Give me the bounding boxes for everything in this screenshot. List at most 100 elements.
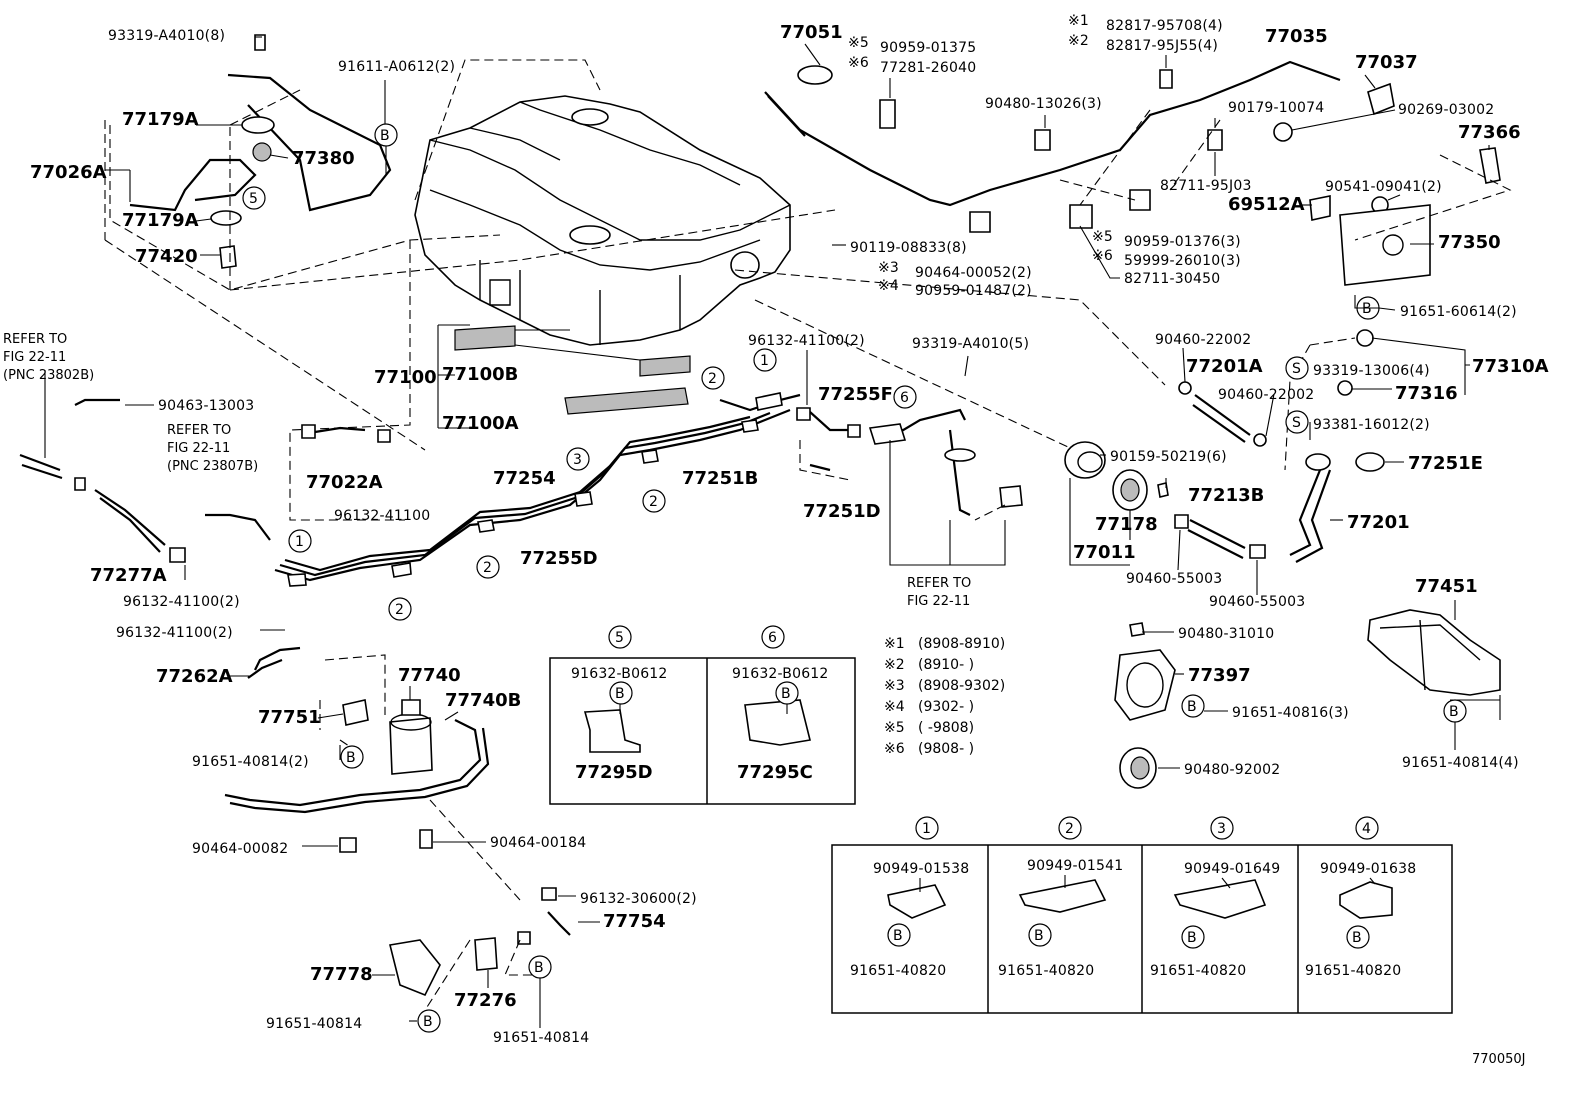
svg-text:B: B	[1362, 301, 1372, 317]
label-90460-55003-a: 90460-55003	[1126, 571, 1222, 587]
circled-markers: B 5 B S S 1 2 6 3 2 1 2 2 B B B B B 5 6 …	[242, 123, 1467, 1033]
label-77350: 77350	[1438, 232, 1501, 253]
label-93381-16012: 93381-16012(2)	[1313, 417, 1430, 433]
label-90480-13026: 90480-13026(3)	[985, 96, 1102, 112]
label-96132-41100-2-mid: 96132-41100(2)	[123, 594, 240, 610]
detail-box-5-6	[549, 657, 856, 805]
label-91651-40816: 91651-40816(3)	[1232, 705, 1349, 721]
sender-gauge-assembly	[1064, 441, 1169, 566]
part-labels: 77051 ※5 90959-01375 ※6 77281-26040 ※1 8…	[3, 13, 1549, 1067]
label-77022A: 77022A	[306, 472, 383, 493]
label-77179A-upper: 77179A	[122, 109, 199, 130]
svg-text:S: S	[1292, 361, 1301, 377]
marker-b: B	[374, 123, 398, 147]
note-6-mark: ※6	[884, 741, 905, 757]
svg-text:B: B	[1187, 699, 1197, 715]
label-90959-01375: 90959-01375	[880, 40, 976, 56]
detail5-ref: 77295D	[575, 762, 653, 783]
cap-77397	[1114, 622, 1176, 789]
marker-b: B	[417, 1009, 441, 1033]
label-77310A: 77310A	[1472, 356, 1549, 377]
label-91651-40814-2: 91651-40814(2)	[192, 754, 309, 770]
marker-b: B	[1181, 925, 1205, 949]
label-77740B: 77740B	[445, 690, 521, 711]
label-77251B: 77251B	[682, 468, 758, 489]
fuel-tank	[414, 95, 791, 346]
label-90464-00184: 90464-00184	[490, 835, 586, 851]
marker-5: 5	[242, 186, 266, 210]
svg-text:B: B	[1352, 930, 1362, 946]
label-59999-26010: 59999-26010(3)	[1124, 253, 1241, 269]
label-90959-01487: 90959-01487(2)	[915, 283, 1032, 299]
label-77201: 77201	[1347, 512, 1410, 533]
notes-list: ※1 (8908-8910) ※2 (8910- ) ※3 (8908-9302…	[884, 636, 1005, 757]
svg-text:3: 3	[1217, 821, 1226, 837]
svg-text:4: 4	[1362, 821, 1371, 837]
svg-text:6: 6	[768, 630, 777, 646]
label-77254: 77254	[493, 468, 556, 489]
label-91651-60614: 91651-60614(2)	[1400, 304, 1517, 320]
note-4-mark: ※4	[884, 699, 905, 715]
refer1-line1: REFER TO	[3, 332, 67, 347]
label-96132-30600: 96132-30600(2)	[580, 891, 697, 907]
svg-text:5: 5	[615, 630, 624, 646]
label-77051: 77051	[780, 22, 843, 43]
clamp4-title: 4	[1355, 816, 1379, 840]
marker-1: 1	[288, 529, 312, 553]
marker-b: B	[887, 923, 911, 947]
svg-text:2: 2	[395, 602, 404, 618]
clamp3-part: 90949-01649	[1184, 861, 1280, 877]
protector-77451	[1367, 609, 1501, 696]
svg-text:B: B	[380, 128, 390, 144]
label-93319-A4010-5: 93319-A4010(5)	[912, 336, 1029, 352]
svg-text:B: B	[1449, 704, 1459, 720]
note-mark-4: ※4	[878, 278, 899, 294]
refer3-line1: REFER TO	[907, 576, 971, 591]
label-77754: 77754	[603, 911, 666, 932]
note-mark-6b: ※6	[1092, 248, 1113, 264]
clamp3-title: 3	[1210, 816, 1234, 840]
note-mark-2: ※2	[1068, 33, 1089, 49]
label-90460-22002-a: 90460-22002	[1155, 332, 1251, 348]
marker-b: B	[1443, 699, 1467, 723]
svg-text:1: 1	[295, 534, 304, 550]
note-3-text: (8908-9302)	[918, 678, 1005, 694]
clamp4-bolt: 91651-40820	[1305, 963, 1401, 979]
label-96132-41100-2-low: 96132-41100(2)	[116, 625, 233, 641]
hose-77277A	[19, 370, 271, 563]
svg-text:B: B	[423, 1014, 433, 1030]
label-91651-40814-a: 91651-40814	[266, 1016, 362, 1032]
note-1-mark: ※1	[884, 636, 905, 652]
label-77277A: 77277A	[90, 565, 167, 586]
clamp2-part: 90949-01541	[1027, 858, 1123, 874]
label-77420: 77420	[135, 246, 198, 267]
label-77397: 77397	[1188, 665, 1251, 686]
clamp1-title: 1	[915, 816, 939, 840]
note-5-text: ( -9808)	[918, 720, 974, 736]
marker-b: B	[1028, 923, 1052, 947]
marker-s: S	[1285, 356, 1309, 380]
note-2-mark: ※2	[884, 657, 905, 673]
label-77281-26040: 77281-26040	[880, 60, 976, 76]
label-77100A: 77100A	[442, 413, 519, 434]
label-96132-41100-2-top: 96132-41100(2)	[748, 333, 865, 349]
label-77380: 77380	[292, 148, 355, 169]
diagram-code: 770050J	[1472, 1052, 1525, 1067]
note-mark-5: ※5	[848, 35, 869, 51]
label-90460-22002-b: 90460-22002	[1218, 387, 1314, 403]
label-82711-95J03: 82711-95J03	[1160, 178, 1252, 194]
label-82817-95J55: 82817-95J55(4)	[1106, 38, 1218, 54]
label-77100: 77100	[374, 367, 437, 388]
svg-text:3: 3	[573, 452, 582, 468]
label-77276: 77276	[454, 990, 517, 1011]
note-5-mark: ※5	[884, 720, 905, 736]
clamp2-bolt: 91651-40820	[998, 963, 1094, 979]
marker-b: B	[1346, 925, 1370, 949]
label-90541-09041: 90541-09041(2)	[1325, 179, 1442, 195]
svg-text:B: B	[534, 960, 544, 976]
label-77100B: 77100B	[442, 364, 518, 385]
svg-text:2: 2	[649, 494, 658, 510]
charcoal-canister-assembly	[224, 646, 571, 1019]
label-77179A-lower: 77179A	[122, 210, 199, 231]
